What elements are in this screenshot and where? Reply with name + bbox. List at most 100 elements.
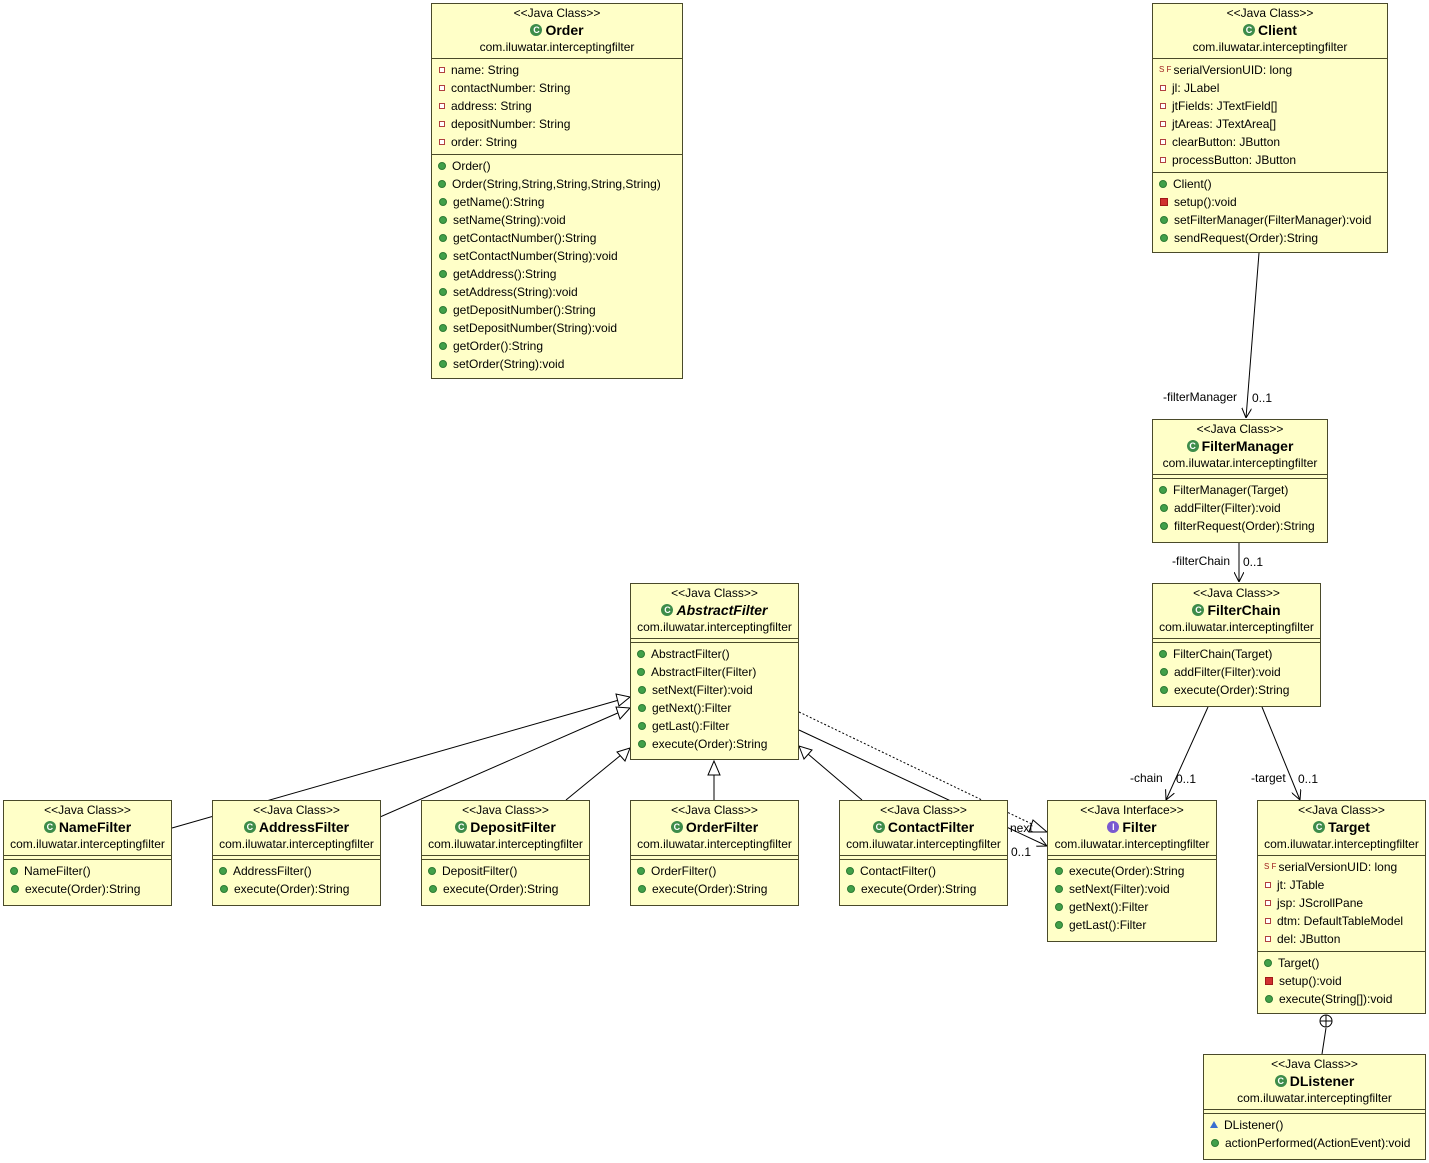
constructor-icon (637, 649, 645, 658)
private-field-icon (1265, 881, 1271, 888)
constructor-icon (219, 866, 227, 875)
role-label-filterchain: -filterChain (1172, 554, 1231, 568)
method-row: getLast():Filter (631, 717, 798, 735)
constructor-icon (637, 866, 645, 875)
class-icon: C (670, 821, 683, 834)
public-method-icon (847, 884, 855, 893)
private-field-icon (1160, 120, 1166, 127)
method-row: execute(Order):String (1153, 681, 1320, 699)
public-method-icon (1160, 233, 1168, 242)
field-row: clearButton: JButton (1153, 133, 1387, 151)
method-row: execute(Order):String (1048, 862, 1216, 880)
constructor-icon (1159, 485, 1167, 494)
depositfilter-generalization (565, 754, 622, 801)
methods-section: Client() setup():void setFilterManager(F… (1153, 172, 1387, 250)
package-name: com.iluwatar.interceptingfilter (479, 40, 635, 54)
method-row: execute(Order):String (840, 880, 1007, 898)
class-name: Filter (1122, 819, 1157, 835)
method-row: setDepositNumber(String):void (432, 319, 682, 337)
class-name: Client (1258, 22, 1297, 38)
class-name: Target (1328, 819, 1370, 835)
private-field-icon (439, 66, 445, 73)
method-row: getNext():Filter (1048, 898, 1216, 916)
public-method-icon (1160, 685, 1168, 694)
generalization-arrowhead (616, 747, 631, 762)
filterchain-filter-association (1166, 706, 1209, 800)
methods-section: DListener() actionPerformed(ActionEvent)… (1204, 1113, 1425, 1155)
field-row: depositNumber: String (432, 115, 682, 133)
static-final-field-icon: S F (1264, 862, 1277, 871)
public-method-icon (1055, 884, 1063, 893)
role-label-next: next (1010, 821, 1033, 835)
class-name: DepositFilter (470, 819, 556, 835)
stereotype: <<Java Class>> (513, 6, 601, 20)
field-row: processButton: JButton (1153, 151, 1387, 169)
fields-section (422, 855, 589, 859)
stereotype: <<Java Class>> (1271, 1057, 1358, 1071)
package-name: com.iluwatar.interceptingfilter (637, 837, 792, 851)
constructor-row: FilterChain(Target) (1153, 645, 1320, 663)
method-row: execute(Order):String (4, 880, 171, 898)
package-name: com.iluwatar.interceptingfilter (219, 837, 374, 851)
fields-section (631, 638, 798, 642)
private-field-icon (439, 138, 445, 145)
private-method-row: setup():void (1153, 193, 1387, 211)
class-icon: C (1313, 821, 1326, 834)
public-method-icon (638, 685, 646, 694)
constructor-icon (1264, 958, 1272, 967)
class-name: Order (545, 22, 584, 38)
multiplicity-filterchain: 0..1 (1243, 555, 1264, 569)
constructor-row: AddressFilter() (213, 862, 380, 880)
class-icon: C (43, 821, 56, 834)
method-row: addFilter(Filter):void (1153, 499, 1327, 517)
public-method-icon (638, 721, 646, 730)
method-row: execute(Order):String (631, 880, 798, 898)
method-row: setOrder(String):void (432, 355, 682, 373)
method-row: getContactNumber():String (432, 229, 682, 247)
fields-section (213, 855, 380, 859)
class-icon: C (1186, 440, 1199, 453)
constructor-icon (428, 866, 436, 875)
stereotype: <<Java Class>> (671, 586, 758, 600)
constructor-row: Order(String,String,String,String,String… (432, 175, 682, 193)
package-name: com.iluwatar.interceptingfilter (10, 837, 165, 851)
public-method-icon (220, 884, 228, 893)
constructor-icon (438, 161, 446, 170)
fields-section (4, 855, 171, 859)
role-label-target: -target (1251, 771, 1286, 785)
constructor-row: Target() (1258, 954, 1425, 972)
stereotype: <<Java Class>> (1226, 6, 1314, 20)
public-method-icon (638, 884, 646, 893)
stereotype: <<Java Class>> (1196, 422, 1284, 436)
methods-section: Order() Order(String,String,String,Strin… (432, 154, 682, 376)
field-row: address: String (432, 97, 682, 115)
constructor-icon (637, 667, 645, 676)
stereotype: <<Java Class>> (671, 803, 758, 817)
class-name: ContactFilter (887, 819, 975, 835)
realization-arrowhead (1028, 819, 1049, 833)
stereotype: <<Java Class>> (1298, 803, 1385, 817)
method-row: execute(Order):String (631, 735, 798, 753)
public-method-icon (439, 359, 447, 368)
public-method-icon (439, 305, 447, 314)
public-method-icon (439, 287, 447, 296)
class-icon: C (1274, 1075, 1287, 1088)
constructor-icon (10, 866, 18, 875)
fields-section (1204, 1109, 1425, 1113)
